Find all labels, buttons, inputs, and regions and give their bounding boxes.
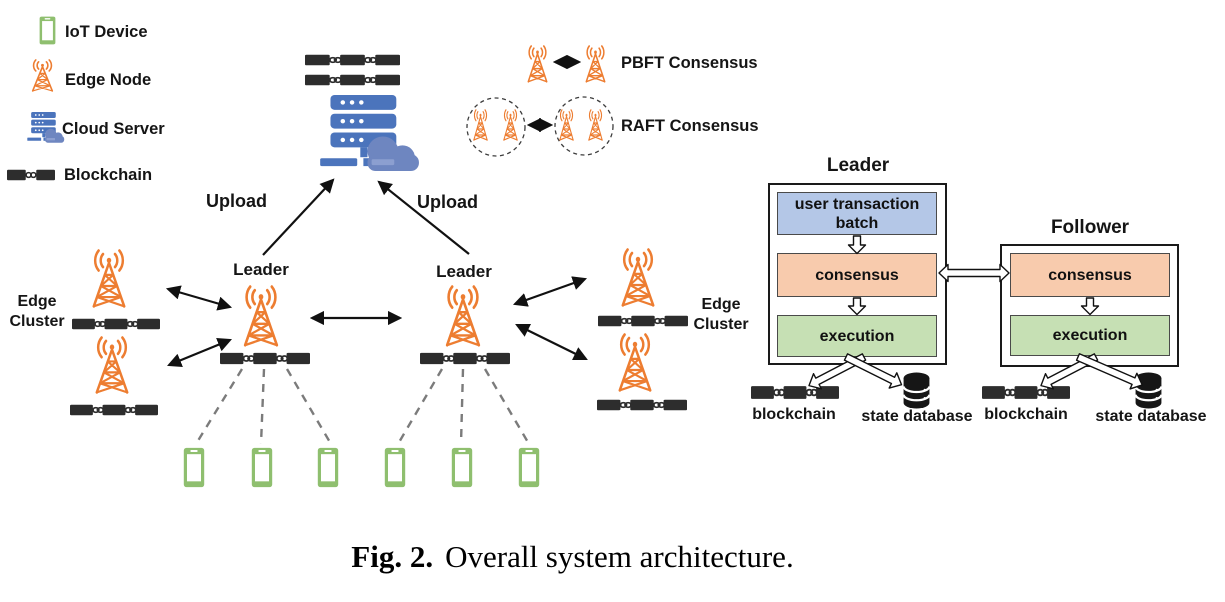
raft-edge-node-icon: [588, 109, 603, 141]
iot-device-icon: [451, 447, 473, 488]
cloud-server-icon: [320, 95, 419, 172]
iot-device-icon: [183, 447, 205, 488]
user-transaction-batch-box: user transaction batch: [777, 192, 937, 235]
cluster-left-top-arrow: [165, 285, 233, 311]
follower-consensus-box: consensus: [1010, 253, 1170, 297]
blockchain-icon: [220, 351, 310, 366]
legend-iot-device-label: IoT Device: [65, 23, 148, 41]
leader-blockchain-label: blockchain: [752, 406, 836, 423]
follower-execution-box: execution: [1010, 315, 1170, 356]
edge-node-icon: [95, 336, 129, 394]
legend-edge-node-label: Edge Node: [65, 71, 152, 89]
blockchain-icon: [7, 168, 55, 182]
device-link: [285, 368, 333, 445]
follower-panel-title: Follower: [1050, 217, 1130, 238]
database-icon: [902, 372, 931, 409]
consensus-sync-arrow: [938, 263, 1010, 283]
edge-node-icon: [621, 248, 655, 307]
blockchain-icon: [598, 314, 688, 328]
blockchain-icon: [305, 73, 400, 87]
edge-node-icon: [92, 249, 126, 308]
leader-right-label: Leader: [436, 262, 492, 281]
figure-caption: Fig. 2. Overall system architecture.: [0, 539, 1145, 575]
iot-device-icon: [317, 447, 339, 488]
pbft-edge-node-icon: [585, 45, 606, 83]
follower-state-database-label: state database: [1095, 408, 1207, 425]
edge-cluster-right-label: Edge Cluster: [693, 296, 749, 333]
cluster-right-top-arrow: [512, 276, 588, 307]
iot-device-icon: [251, 447, 273, 488]
legend-blockchain-label: Blockchain: [64, 166, 153, 184]
pbft-edge-node-icon: [527, 45, 548, 83]
device-link: [483, 368, 531, 445]
iot-device-icon: [39, 16, 56, 45]
blockchain-icon: [982, 385, 1070, 400]
blockchain-icon: [305, 53, 400, 67]
upload-arrow-left: [262, 178, 335, 256]
iot-device-icon: [518, 447, 540, 488]
leader-left-label: Leader: [233, 260, 289, 279]
cloud-server-icon: [27, 112, 65, 143]
leader-consensus-box: consensus: [777, 253, 937, 297]
edge-node-icon: [31, 59, 54, 92]
figure-number: Fig. 2.: [351, 539, 434, 574]
edge-node-icon: [445, 285, 481, 347]
database-icon: [1134, 372, 1163, 409]
device-link: [459, 368, 465, 445]
raft-consensus-label: RAFT Consensus: [621, 117, 759, 135]
edge-cluster-left-label: Edge Cluster: [9, 293, 65, 330]
raft-edge-node-icon: [503, 109, 518, 141]
blockchain-icon: [751, 385, 839, 400]
edge-node-icon: [243, 285, 279, 347]
raft-edge-node-icon: [473, 109, 488, 141]
raft-edge-node-icon: [559, 109, 574, 141]
blockchain-icon: [597, 398, 687, 412]
upload-left-label: Upload: [206, 191, 267, 211]
leader-panel-title: Leader: [826, 155, 890, 176]
blockchain-icon: [420, 351, 510, 366]
cluster-right-bottom-arrow: [515, 323, 588, 361]
follower-blockchain-label: blockchain: [984, 406, 1068, 423]
leader-execution-box: execution: [777, 315, 937, 357]
device-link: [259, 368, 266, 445]
iot-device-icon: [384, 447, 406, 488]
legend-cloud-server-label: Cloud Server: [62, 120, 165, 138]
pbft-consensus-label: PBFT Consensus: [621, 54, 758, 72]
edge-node-icon: [618, 333, 652, 392]
upload-right-label: Upload: [417, 192, 478, 212]
figure-title: Overall system architecture.: [445, 539, 794, 574]
device-link: [194, 368, 244, 445]
device-link: [396, 368, 444, 445]
blockchain-icon: [70, 403, 158, 417]
blockchain-icon: [72, 317, 160, 331]
leader-state-database-label: state database: [861, 408, 973, 425]
